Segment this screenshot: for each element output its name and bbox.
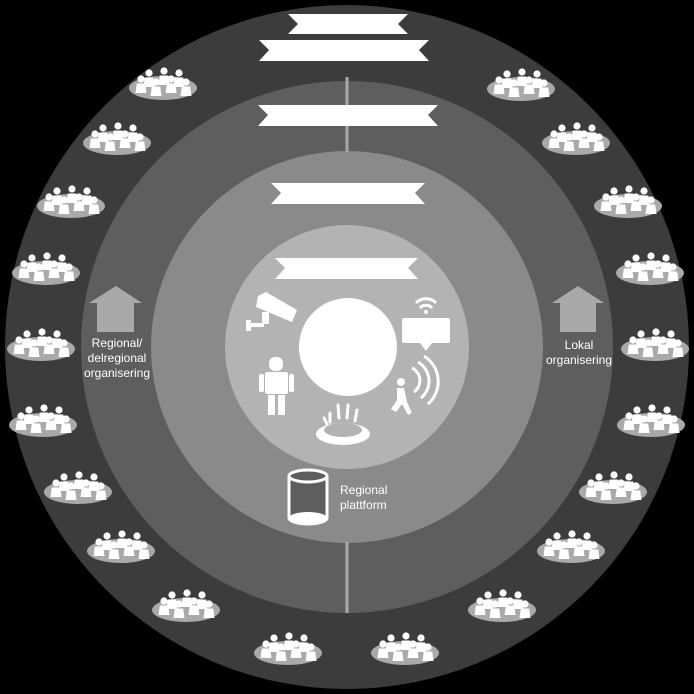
- regional-platform-label: Regional plattform: [340, 483, 410, 513]
- wifi-speech-bubble-icon: [402, 297, 450, 351]
- regional-label-line-2: delregional: [87, 351, 147, 365]
- house-icon: [89, 286, 142, 332]
- security-camera-icon: [246, 292, 297, 331]
- banner-core: [275, 258, 418, 279]
- regional-organisation-label: Regional/ delregional organisering: [70, 336, 164, 381]
- center-circle: [299, 298, 397, 396]
- robot-icon: [259, 357, 294, 415]
- banner-top-2: [259, 40, 429, 61]
- local-label-line-1: Lokal: [564, 338, 594, 352]
- alarm-light-icon: [316, 403, 370, 445]
- house-icon: [552, 286, 604, 332]
- local-label-line-2: organisering: [545, 353, 613, 367]
- local-organisation-label: Lokal organisering: [536, 338, 622, 368]
- banner-top-1: [288, 14, 408, 34]
- banner-inner: [271, 183, 425, 204]
- platform-label-line-2: plattform: [340, 498, 387, 512]
- platform-label-line-1: Regional: [340, 483, 388, 497]
- regional-label-line-1: Regional/: [91, 336, 143, 350]
- walking-person-icon: [391, 354, 440, 415]
- banner-middle: [258, 105, 438, 126]
- database-cylinder-icon: [287, 468, 329, 526]
- regional-label-line-3: organisering: [83, 366, 151, 380]
